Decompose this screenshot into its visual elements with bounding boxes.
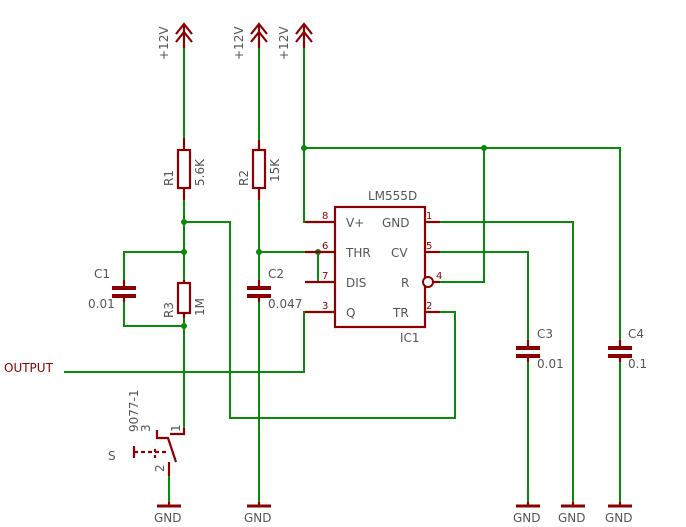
- output-label: OUTPUT: [4, 361, 54, 375]
- ground-3: GND: [513, 502, 541, 525]
- ground-5-label: GND: [605, 511, 633, 525]
- switch-s: 9077-1 S 1 2 3: [108, 389, 186, 476]
- pin-num-1: 1: [426, 211, 432, 222]
- wires: [64, 48, 621, 502]
- pin-label-dis: DIS: [346, 276, 366, 290]
- capacitor-c3: C3 0.01: [516, 327, 564, 371]
- supply-vcc1: +12V: [157, 22, 193, 60]
- ground-4: GND: [558, 502, 586, 525]
- pin-label-thr: THR: [345, 246, 371, 260]
- pin-label-q: Q: [346, 306, 355, 320]
- switch-part: 9077-1: [127, 389, 141, 432]
- ground-1: GND: [154, 502, 182, 525]
- c4-value: 0.1: [628, 357, 647, 371]
- pin-num-7: 7: [322, 271, 328, 282]
- vcc1-label: +12V: [157, 26, 171, 60]
- resistor-r2: R2 15K: [237, 140, 282, 200]
- pin-label-vplus: V+: [346, 216, 364, 230]
- ground-3-label: GND: [513, 511, 541, 525]
- r3-name: R3: [162, 302, 176, 318]
- pin-label-gnd: GND: [382, 216, 410, 230]
- r2-value: 15K: [268, 158, 282, 182]
- capacitor-c2: C2 0.047: [247, 267, 302, 311]
- switch-pin2: 2: [153, 464, 167, 472]
- resistor-r3: R3 1M: [162, 280, 207, 318]
- ic-type: LM555D: [368, 189, 417, 203]
- supply-vcc2: +12V: [232, 22, 268, 60]
- junctions: [181, 145, 487, 329]
- switch-name: S: [108, 449, 116, 463]
- c1-name: C1: [94, 267, 110, 281]
- ground-2: GND: [244, 502, 272, 525]
- pin-label-r: R: [401, 276, 409, 290]
- c2-value: 0.047: [268, 297, 302, 311]
- pin-num-5: 5: [426, 241, 432, 252]
- ground-1-label: GND: [154, 511, 182, 525]
- switch-pin1: 1: [169, 424, 183, 432]
- pin-num-4: 4: [436, 271, 442, 282]
- c3-name: C3: [537, 327, 553, 341]
- pin-num-3: 3: [322, 301, 328, 312]
- r1-name: R1: [162, 170, 176, 186]
- capacitor-c4: C4 0.1: [608, 327, 647, 371]
- c2-name: C2: [268, 267, 284, 281]
- pin-num-8: 8: [322, 211, 328, 222]
- ground-2-label: GND: [244, 511, 272, 525]
- pin-num-6: 6: [322, 241, 328, 252]
- vcc2-label: +12V: [232, 26, 246, 60]
- c1-value: 0.01: [88, 297, 115, 311]
- pin-label-tr: TR: [392, 306, 409, 320]
- r1-value: 5.6K: [193, 158, 207, 186]
- c4-name: C4: [628, 327, 644, 341]
- capacitor-c1: C1 0.01: [88, 267, 136, 311]
- ic-lm555d: LM555D IC1 8 6 7 3 V+ THR DIS Q 1 5 4 2 …: [305, 189, 442, 345]
- ground-5: GND: [605, 502, 633, 525]
- c3-value: 0.01: [537, 357, 564, 371]
- ground-4-label: GND: [558, 511, 586, 525]
- pin-num-2: 2: [426, 301, 432, 312]
- pin-label-cv: CV: [391, 246, 408, 260]
- ic-name: IC1: [400, 331, 420, 345]
- switch-pin3: 3: [139, 424, 153, 432]
- resistor-r1: R1 5.6K: [162, 138, 207, 200]
- supply-vcc3: +12V: [277, 22, 313, 60]
- r2-name: R2: [237, 170, 251, 186]
- r3-value: 1M: [193, 298, 207, 316]
- vcc3-label: +12V: [277, 26, 291, 60]
